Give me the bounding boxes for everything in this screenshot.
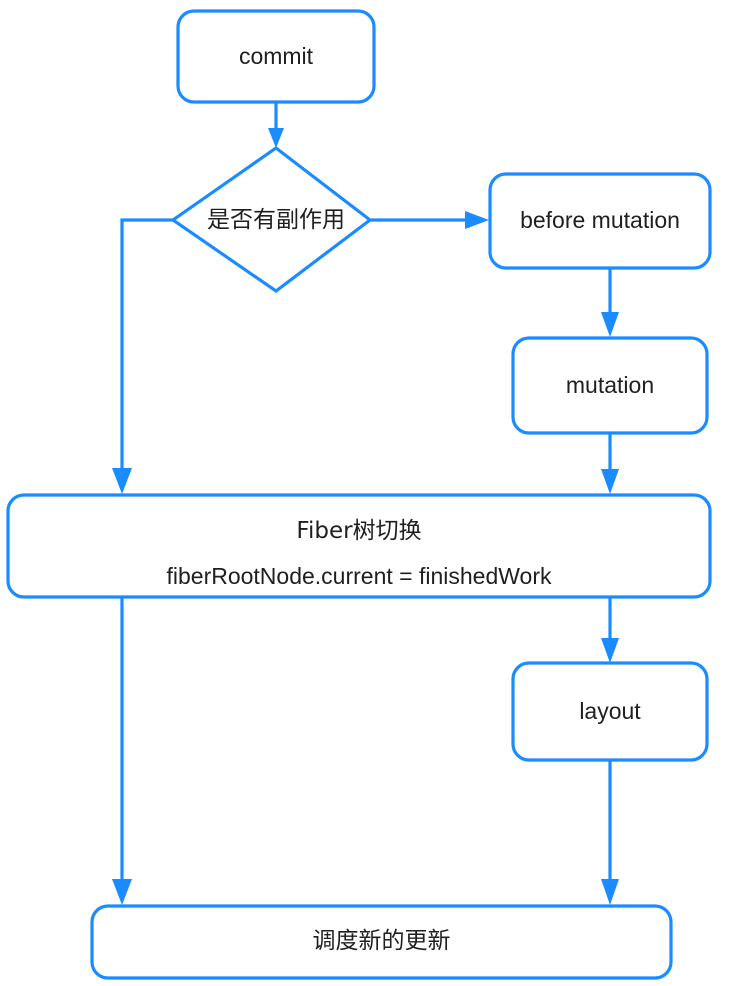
edge-layout-to-schedule bbox=[601, 760, 619, 905]
node-fiber-tree-switch-label: Fiber树切换 fiberRootNode.current = finishe… bbox=[8, 511, 710, 590]
node-fiber-tree-switch[interactable] bbox=[6, 493, 712, 599]
node-has-side-effect[interactable] bbox=[170, 146, 373, 293]
node-layout[interactable] bbox=[511, 661, 709, 762]
edge-fiber-tree-switch-to-layout bbox=[601, 597, 619, 663]
edge-fiber-tree-switch-to-schedule bbox=[112, 597, 132, 905]
node-fiber-tree-switch-label-line2: fiberRootNode.current = finishedWork bbox=[166, 563, 552, 589]
edge-commit-to-decision bbox=[268, 102, 284, 148]
node-commit[interactable] bbox=[176, 9, 376, 104]
node-schedule-new-update[interactable] bbox=[90, 904, 673, 980]
edge-before-mutation-to-mutation bbox=[601, 268, 619, 337]
node-before-mutation[interactable] bbox=[488, 172, 712, 270]
node-fiber-tree-switch-label-line1: Fiber树切换 bbox=[296, 518, 422, 544]
edge-decision-to-fiber-tree-switch bbox=[112, 218, 173, 494]
edge-mutation-to-fiber-tree-switch bbox=[601, 433, 619, 494]
edge-decision-to-before-mutation bbox=[371, 211, 489, 229]
node-mutation[interactable] bbox=[511, 336, 709, 435]
